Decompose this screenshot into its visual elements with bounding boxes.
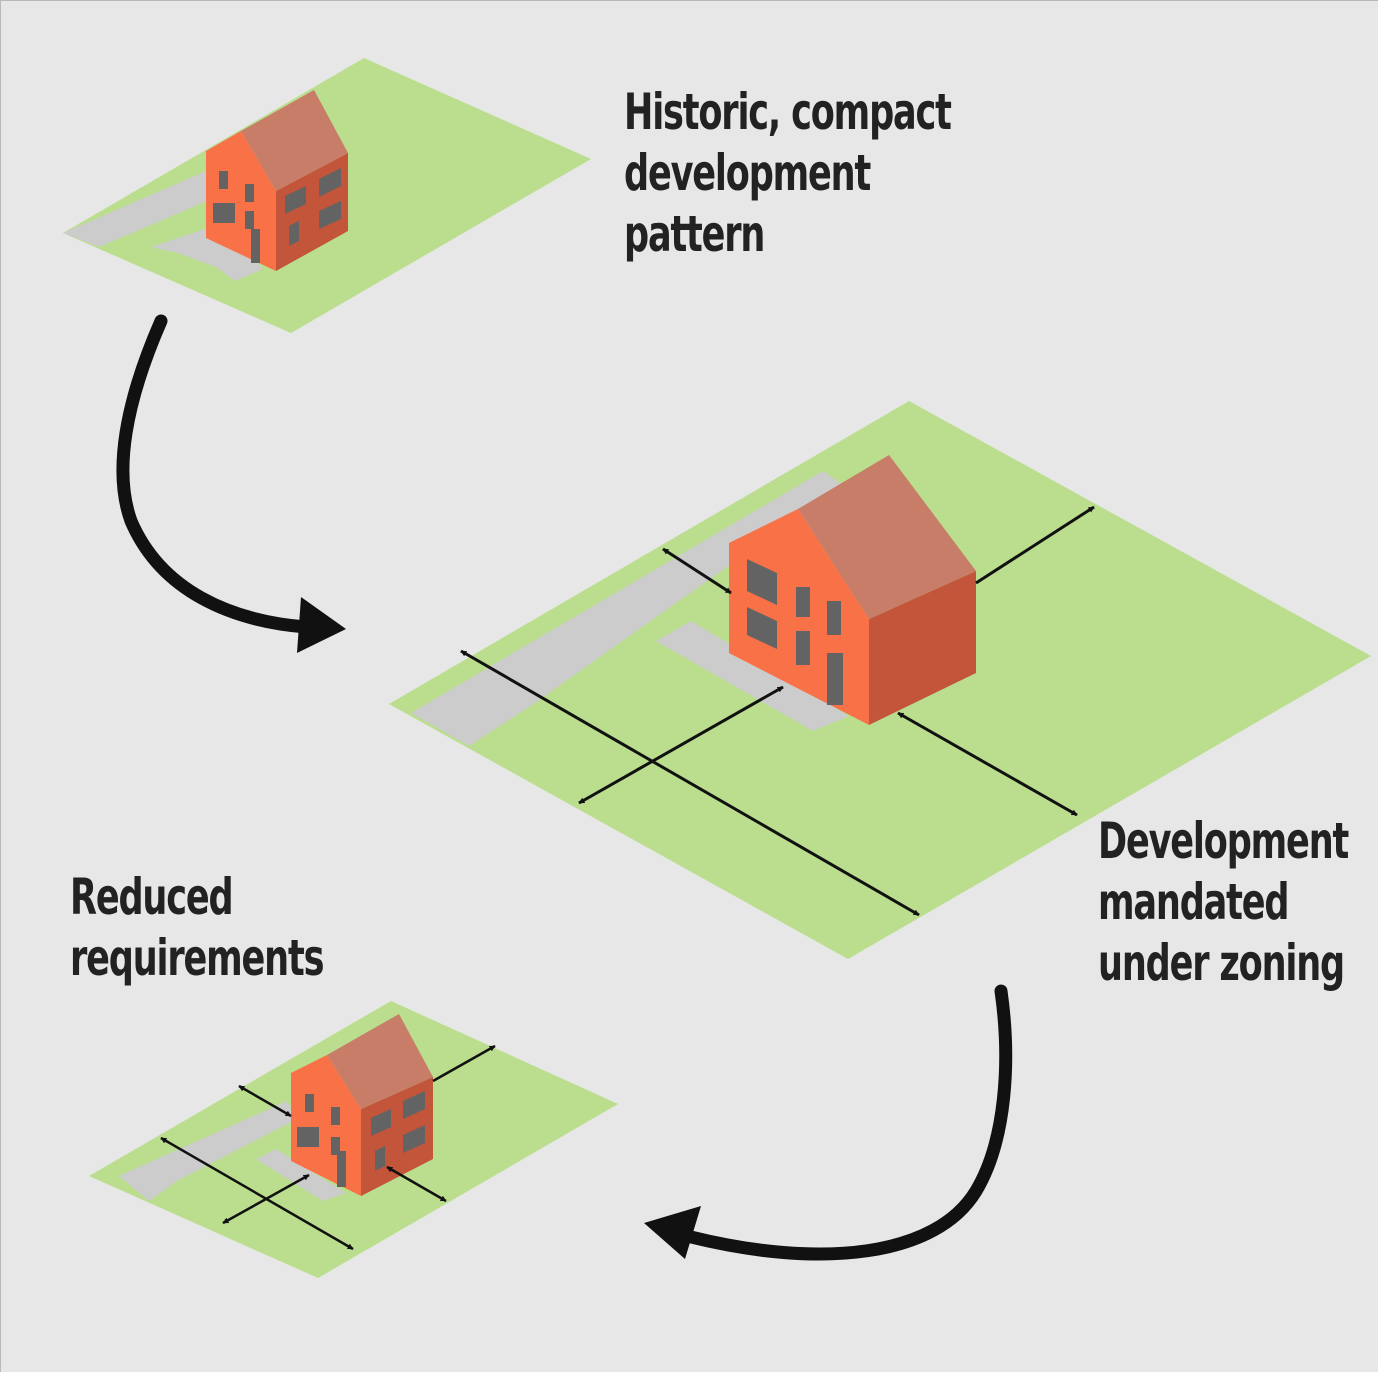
flow-arrow-2-head xyxy=(644,1206,701,1259)
flow-arrow-2 xyxy=(644,984,1013,1261)
historic-window xyxy=(289,221,299,246)
mandated-house-roof xyxy=(798,455,976,619)
reduced-window xyxy=(375,1146,385,1171)
mandated-label-line: mandated xyxy=(1098,873,1290,931)
historic-label-line: Historic, compact xyxy=(624,83,952,141)
reduced-window xyxy=(305,1094,314,1112)
historic-label: Historic, compact development pattern xyxy=(624,82,952,265)
mandated-label: Development mandated under zoning xyxy=(1098,811,1349,994)
historic-house xyxy=(206,90,348,271)
mandated-window xyxy=(747,607,777,649)
historic-house-roof xyxy=(241,90,348,191)
reduced-window xyxy=(403,1125,425,1153)
reduced-house-roof xyxy=(327,1014,433,1109)
historic-window xyxy=(219,171,228,189)
historic-window xyxy=(319,168,341,197)
mandated-label-line: under zoning xyxy=(1098,934,1345,992)
historic-window xyxy=(213,203,235,223)
mandated-lot xyxy=(389,401,1371,959)
front-setback-arrow xyxy=(578,685,784,805)
historic-window xyxy=(285,186,306,214)
reduced-label: Reduced requirements xyxy=(70,867,324,989)
flow-arrow-2-shaft xyxy=(684,984,1013,1261)
mandated-setback-arrows xyxy=(460,505,1095,917)
historic-label-line: pattern xyxy=(624,205,765,263)
side-setback-arrow xyxy=(662,547,732,595)
reduced-house xyxy=(291,1014,433,1196)
reduced-window xyxy=(371,1109,391,1136)
historic-lot xyxy=(63,58,591,333)
mandated-door xyxy=(827,653,843,705)
reduced-door xyxy=(337,1151,346,1187)
reduced-label-line: Reduced xyxy=(70,868,234,926)
mandated-window xyxy=(827,601,841,635)
flow-arrow-1 xyxy=(116,314,346,653)
side-yard-arrow xyxy=(386,1165,447,1203)
mandated-label-line: Development xyxy=(1098,812,1349,870)
mandated-window xyxy=(796,587,810,617)
front-setback-arrow xyxy=(222,1173,310,1225)
reduced-setback-arrows xyxy=(160,1044,496,1251)
reduced-window xyxy=(297,1127,319,1147)
historic-door xyxy=(251,229,260,263)
mandated-window xyxy=(747,559,777,605)
reduced-lot xyxy=(89,1001,618,1278)
historic-label-line: development xyxy=(624,144,871,202)
flow-arrow-1-shaft xyxy=(116,314,313,634)
reduced-label-line: requirements xyxy=(70,929,324,987)
mandated-window xyxy=(796,631,810,665)
reduced-window xyxy=(331,1107,340,1125)
reduced-window xyxy=(403,1091,425,1119)
historic-window xyxy=(245,211,254,229)
historic-driveway xyxy=(63,171,214,247)
side-yard-arrow xyxy=(897,711,1078,817)
historic-window xyxy=(319,201,341,229)
rear-setback-arrow xyxy=(432,1044,496,1083)
flow-arrow-1-head xyxy=(297,597,346,653)
rear-setback-arrow xyxy=(975,505,1095,585)
side-setback-arrow xyxy=(238,1084,292,1118)
historic-window xyxy=(245,184,254,202)
